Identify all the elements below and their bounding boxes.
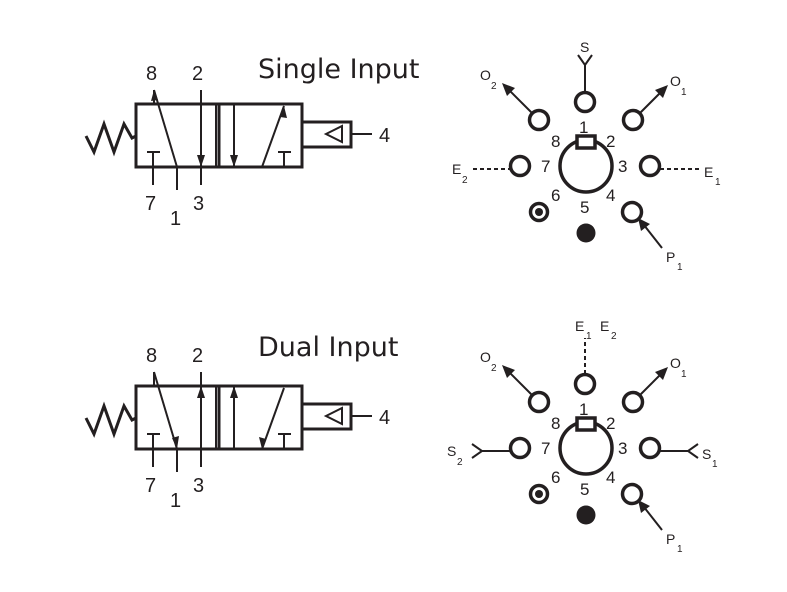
svg-text:1: 1 bbox=[586, 331, 592, 342]
svg-text:2: 2 bbox=[491, 363, 497, 374]
dual-input-schematic: 8 2 7 1 3 4 bbox=[84, 345, 390, 512]
pilot-triangle bbox=[323, 124, 343, 144]
port-5 bbox=[576, 223, 596, 243]
svg-text:1: 1 bbox=[681, 369, 687, 380]
bore-key bbox=[575, 416, 597, 432]
face-num-8: 8 bbox=[551, 414, 560, 433]
svg-text:1: 1 bbox=[712, 459, 718, 470]
label-p1: P bbox=[666, 531, 675, 547]
face-num-7: 7 bbox=[541, 157, 550, 176]
port-4 bbox=[620, 200, 644, 224]
face-num-7: 7 bbox=[541, 439, 550, 458]
port-label-7: 7 bbox=[145, 475, 156, 497]
face-num-3: 3 bbox=[618, 439, 627, 458]
face-num-6: 6 bbox=[551, 186, 560, 205]
face-num-2: 2 bbox=[606, 132, 615, 151]
bore-key bbox=[575, 134, 597, 150]
label-s1: S bbox=[702, 446, 711, 462]
face-num-1: 1 bbox=[579, 118, 588, 137]
svg-text:1: 1 bbox=[677, 544, 683, 555]
svg-text:2: 2 bbox=[462, 175, 468, 186]
face-num-5: 5 bbox=[580, 198, 589, 217]
face-num-1: 1 bbox=[579, 400, 588, 419]
svg-text:1: 1 bbox=[681, 87, 687, 98]
svg-text:2: 2 bbox=[491, 81, 497, 92]
dual-input-panel: Dual Input bbox=[84, 318, 718, 555]
port-2 bbox=[621, 108, 645, 132]
spring-symbol bbox=[84, 401, 137, 439]
port-label-8: 8 bbox=[146, 345, 157, 367]
port-1 bbox=[573, 372, 597, 396]
label-o2: O bbox=[480, 67, 491, 83]
port-8 bbox=[527, 390, 551, 414]
svg-text:1: 1 bbox=[715, 177, 721, 188]
single-input-schematic: 8 2 7 1 3 4 bbox=[84, 63, 390, 230]
face-num-5: 5 bbox=[580, 480, 589, 499]
port-label-2: 2 bbox=[192, 345, 203, 367]
port-label-2: 2 bbox=[192, 63, 203, 85]
port-5 bbox=[576, 505, 596, 525]
svg-text:2: 2 bbox=[611, 331, 617, 342]
port-label-3: 3 bbox=[193, 475, 204, 497]
port-label-4: 4 bbox=[379, 407, 390, 429]
port-label-1: 1 bbox=[170, 208, 181, 230]
port-label-4: 4 bbox=[379, 125, 390, 147]
label-p1: P bbox=[666, 249, 675, 265]
port-3 bbox=[638, 154, 662, 178]
port-label-8: 8 bbox=[146, 63, 157, 85]
svg-text:2: 2 bbox=[457, 457, 463, 468]
face-num-4: 4 bbox=[606, 186, 615, 205]
flow-path-right-b bbox=[261, 387, 285, 450]
label-e2: E bbox=[600, 318, 609, 334]
single-input-port-face: 1 2 3 4 5 6 7 8 S O 2 O 1 E 2 bbox=[452, 39, 721, 273]
label-e1: E bbox=[575, 318, 584, 334]
pilot-triangle bbox=[323, 406, 343, 426]
port-3 bbox=[638, 436, 662, 460]
port-1 bbox=[573, 90, 597, 114]
face-num-8: 8 bbox=[551, 132, 560, 151]
face-num-3: 3 bbox=[618, 157, 627, 176]
single-input-panel: Single Input bbox=[84, 39, 721, 273]
port-7 bbox=[508, 154, 532, 178]
port-2 bbox=[621, 390, 645, 414]
label-o1: O bbox=[670, 73, 681, 89]
face-num-4: 4 bbox=[606, 468, 615, 487]
label-e2: E bbox=[452, 161, 461, 177]
port-label-3: 3 bbox=[193, 193, 204, 215]
spring-symbol bbox=[84, 119, 137, 157]
port-label-7: 7 bbox=[145, 193, 156, 215]
label-e1: E bbox=[704, 164, 713, 180]
port-label-1: 1 bbox=[170, 490, 181, 512]
flow-path-8-1 bbox=[153, 371, 178, 450]
port-7 bbox=[508, 436, 532, 460]
svg-text:1: 1 bbox=[677, 262, 683, 273]
label-s: S bbox=[580, 39, 589, 55]
label-s2: S bbox=[447, 443, 456, 459]
face-num-6: 6 bbox=[551, 468, 560, 487]
port-4 bbox=[620, 482, 644, 506]
flow-path-8-1 bbox=[153, 89, 178, 168]
dual-input-title: Dual Input bbox=[258, 332, 398, 363]
port-8 bbox=[527, 108, 551, 132]
single-input-title: Single Input bbox=[258, 54, 420, 85]
label-o2: O bbox=[480, 349, 491, 365]
face-num-2: 2 bbox=[606, 414, 615, 433]
label-o1: O bbox=[670, 355, 681, 371]
dual-input-port-face: 1 2 3 4 5 6 7 8 E 1 E 2 O 2 O 1 bbox=[447, 318, 718, 555]
